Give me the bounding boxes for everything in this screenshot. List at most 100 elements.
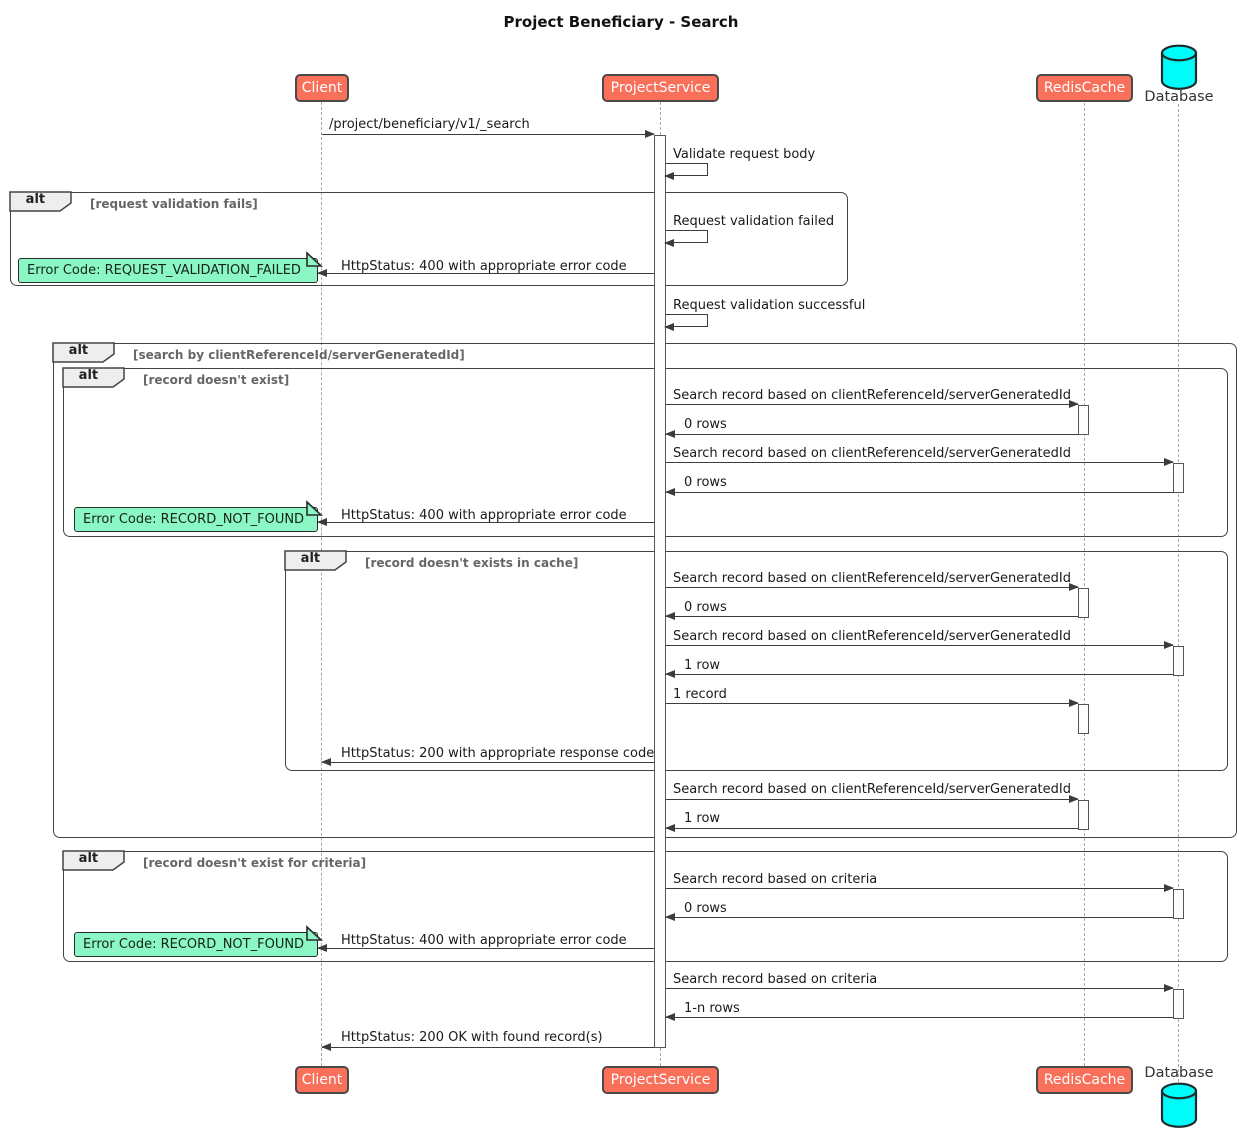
alt-guard-label: [search by clientReferenceId/serverGener… bbox=[133, 348, 465, 362]
arrowhead-icon bbox=[665, 612, 675, 620]
alt-guard-label: [record doesn't exist for criteria] bbox=[143, 856, 367, 870]
participant-rediscache-top: RedisCache bbox=[1036, 74, 1133, 102]
participant-client-top: Client bbox=[295, 74, 349, 102]
message-label: HttpStatus: 400 with appropriate error c… bbox=[341, 933, 627, 948]
arrowhead-icon bbox=[321, 758, 331, 766]
activation-rediscache bbox=[1078, 405, 1089, 435]
note-fold-icon bbox=[306, 925, 324, 941]
arrowhead-icon bbox=[665, 913, 675, 921]
alt-operator-label: alt bbox=[78, 851, 99, 867]
activation-database bbox=[1173, 646, 1184, 676]
message-label: Validate request body bbox=[673, 147, 816, 162]
participant-label: Client bbox=[301, 80, 343, 96]
diagram-title: Project Beneficiary - Search bbox=[503, 13, 739, 31]
arrowhead-icon bbox=[1069, 583, 1079, 591]
alt-frame-search-by-id: alt [search by clientReferenceId/serverG… bbox=[52, 342, 1237, 838]
message-arrow bbox=[665, 1013, 1173, 1021]
message-arrow bbox=[665, 670, 1173, 678]
database-cylinder-icon bbox=[1159, 44, 1199, 90]
message-arrow bbox=[666, 984, 1174, 992]
arrowhead-icon bbox=[664, 239, 674, 247]
message-arrow bbox=[665, 913, 1173, 921]
alt-guard-label: [request validation fails] bbox=[90, 197, 258, 211]
participant-label: ProjectService bbox=[610, 1072, 711, 1088]
message-arrow bbox=[317, 269, 654, 277]
participant-label: ProjectService bbox=[610, 80, 711, 96]
alt-frame-no-record-for-criteria: alt [record doesn't exist for criteria] bbox=[62, 850, 1228, 962]
participant-projectservice-bottom: ProjectService bbox=[602, 1066, 719, 1094]
self-message-arrow bbox=[664, 230, 708, 247]
arrowhead-icon bbox=[664, 172, 674, 180]
activation-database bbox=[1173, 463, 1184, 493]
alt-guard-label: [record doesn't exist] bbox=[143, 373, 290, 387]
note-fold-icon bbox=[306, 500, 324, 516]
message-arrow bbox=[317, 944, 654, 952]
arrowhead-icon bbox=[1164, 884, 1174, 892]
participant-label: RedisCache bbox=[1043, 80, 1126, 96]
message-label: HttpStatus: 200 with appropriate respons… bbox=[341, 746, 655, 761]
activation-rediscache bbox=[1078, 800, 1089, 830]
arrowhead-icon bbox=[665, 670, 675, 678]
message-arrow bbox=[666, 583, 1079, 591]
message-arrow bbox=[665, 824, 1078, 832]
message-label: HttpStatus: 200 OK with found record(s) bbox=[341, 1030, 603, 1045]
database-cylinder-icon bbox=[1159, 1082, 1199, 1128]
alt-operator-label: alt bbox=[68, 343, 89, 359]
alt-operator-label: alt bbox=[25, 192, 46, 208]
participant-database-top: Database bbox=[1144, 89, 1214, 105]
alt-operator-label: alt bbox=[300, 551, 321, 567]
message-arrow bbox=[666, 641, 1174, 649]
message-label: 1 row bbox=[684, 658, 721, 673]
message-label: HttpStatus: 400 with appropriate error c… bbox=[341, 508, 627, 523]
alt-frame-record-doesnt-exist: alt [record doesn't exist] bbox=[62, 367, 1228, 537]
message-label: /project/beneficiary/v1/_search bbox=[329, 117, 530, 132]
note-label: Error Code: REQUEST_VALIDATION_FAILED bbox=[27, 263, 301, 278]
participant-rediscache-bottom: RedisCache bbox=[1036, 1066, 1133, 1094]
alt-operator-tab: alt bbox=[62, 367, 126, 389]
alt-frame-record-not-in-cache: alt [record doesn't exists in cache] bbox=[284, 550, 1228, 771]
note-label: Error Code: RECORD_NOT_FOUND bbox=[83, 512, 305, 527]
error-note-request-validation-failed: Error Code: REQUEST_VALIDATION_FAILED bbox=[18, 251, 324, 283]
arrowhead-icon bbox=[317, 518, 327, 526]
arrowhead-icon bbox=[1069, 699, 1079, 707]
message-label: Search record based on clientReferenceId… bbox=[673, 782, 1071, 797]
alt-operator-tab: alt bbox=[9, 191, 73, 213]
message-arrow bbox=[317, 518, 654, 526]
lifeline-database bbox=[1178, 104, 1179, 1082]
self-message-arrow bbox=[664, 163, 708, 180]
activation-projectservice bbox=[654, 135, 666, 1048]
message-arrow bbox=[666, 699, 1079, 707]
message-label: 0 rows bbox=[684, 600, 727, 615]
message-arrow bbox=[322, 130, 655, 138]
message-arrow bbox=[666, 795, 1079, 803]
arrowhead-icon bbox=[665, 488, 675, 496]
message-label: Search record based on criteria bbox=[673, 872, 878, 887]
message-arrow bbox=[665, 430, 1078, 438]
message-arrow bbox=[666, 458, 1174, 466]
message-arrow bbox=[321, 1043, 654, 1051]
participant-client-bottom: Client bbox=[295, 1066, 349, 1094]
arrowhead-icon bbox=[321, 1043, 331, 1051]
alt-operator-label: alt bbox=[78, 368, 99, 384]
message-label: Search record based on clientReferenceId… bbox=[673, 571, 1071, 586]
message-label: Search record based on clientReferenceId… bbox=[673, 388, 1071, 403]
arrowhead-icon bbox=[1069, 795, 1079, 803]
arrowhead-icon bbox=[645, 130, 655, 138]
message-label: 0 rows bbox=[684, 901, 727, 916]
message-arrow bbox=[666, 400, 1079, 408]
participant-label: RedisCache bbox=[1043, 1072, 1126, 1088]
message-label: 0 rows bbox=[684, 417, 727, 432]
activation-rediscache bbox=[1078, 704, 1089, 734]
message-label: Search record based on clientReferenceId… bbox=[673, 446, 1071, 461]
alt-frame-request-validation-fails: alt [request validation fails] bbox=[9, 191, 848, 286]
message-label: 0 rows bbox=[684, 475, 727, 490]
alt-operator-tab: alt bbox=[284, 550, 348, 572]
message-label: Search record based on clientReferenceId… bbox=[673, 629, 1071, 644]
activation-rediscache bbox=[1078, 588, 1089, 618]
message-label: 1 row bbox=[684, 811, 721, 826]
participant-projectservice-top: ProjectService bbox=[602, 74, 719, 102]
message-label: Search record based on criteria bbox=[673, 972, 878, 987]
alt-operator-tab: alt bbox=[52, 342, 116, 364]
message-arrow bbox=[666, 884, 1174, 892]
message-arrow bbox=[665, 488, 1173, 496]
